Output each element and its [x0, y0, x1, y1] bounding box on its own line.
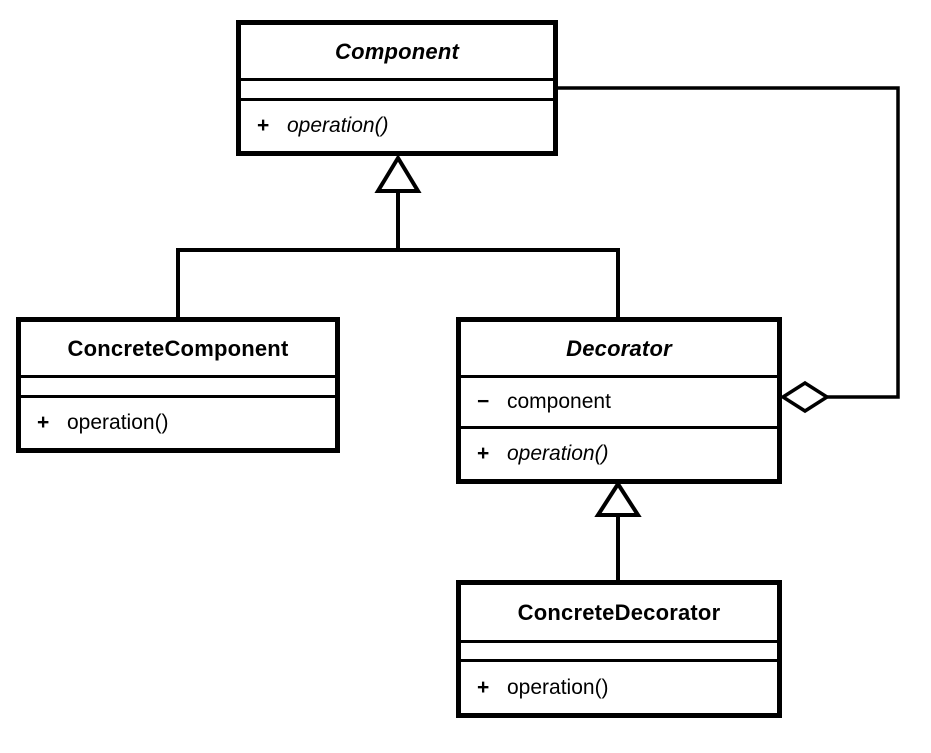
- class-name-label: ConcreteDecorator: [517, 599, 721, 625]
- operation-label: operation(): [67, 411, 169, 434]
- hollow-diamond-icon: [779, 380, 831, 414]
- attribute-label: component: [507, 390, 611, 413]
- generalization-edge-concrete-decorator[interactable]: [594, 480, 642, 582]
- operations-compartment-concrete-component: + operation(): [21, 398, 335, 448]
- visibility-marker: −: [477, 390, 490, 413]
- class-box-component[interactable]: Component + operation(): [236, 20, 558, 156]
- class-box-concrete-component[interactable]: ConcreteComponent + operation(): [16, 317, 340, 453]
- visibility-marker: +: [257, 114, 270, 137]
- hollow-triangle-icon: [594, 480, 642, 517]
- attributes-compartment-decorator: − component: [461, 378, 777, 429]
- class-name-compartment-concrete-decorator: ConcreteDecorator: [461, 585, 777, 643]
- operation-label: operation(): [287, 114, 389, 137]
- operations-compartment-component: + operation(): [241, 101, 553, 151]
- hollow-triangle-icon: [374, 154, 422, 193]
- class-name-compartment-decorator: Decorator: [461, 322, 777, 378]
- class-name-label: Decorator: [566, 335, 672, 361]
- operation-label: operation(): [507, 442, 609, 465]
- attributes-compartment-concrete-decorator: [461, 643, 777, 662]
- operations-compartment-decorator: + operation(): [461, 429, 777, 479]
- generalization-edge-component[interactable]: [176, 154, 620, 318]
- visibility-marker: +: [37, 411, 50, 434]
- attributes-compartment-component: [241, 81, 553, 101]
- operation-row: + operation(): [461, 676, 777, 700]
- class-name-compartment-component: Component: [241, 25, 553, 81]
- class-name-compartment-concrete-component: ConcreteComponent: [21, 322, 335, 378]
- operation-label: operation(): [507, 675, 609, 699]
- visibility-marker: +: [477, 675, 490, 699]
- class-name-label: Component: [334, 38, 459, 64]
- operation-row: + operation(): [461, 442, 777, 466]
- operation-row: + operation(): [241, 114, 553, 138]
- class-box-concrete-decorator[interactable]: ConcreteDecorator + operation(): [456, 580, 782, 718]
- attribute-row: − component: [461, 390, 777, 414]
- visibility-marker: +: [477, 442, 490, 465]
- attributes-compartment-concrete-component: [21, 378, 335, 398]
- class-name-label: ConcreteComponent: [67, 335, 289, 361]
- class-box-decorator[interactable]: Decorator − component + operation(): [456, 317, 782, 484]
- operations-compartment-concrete-decorator: + operation(): [461, 662, 777, 713]
- operation-row: + operation(): [21, 411, 335, 435]
